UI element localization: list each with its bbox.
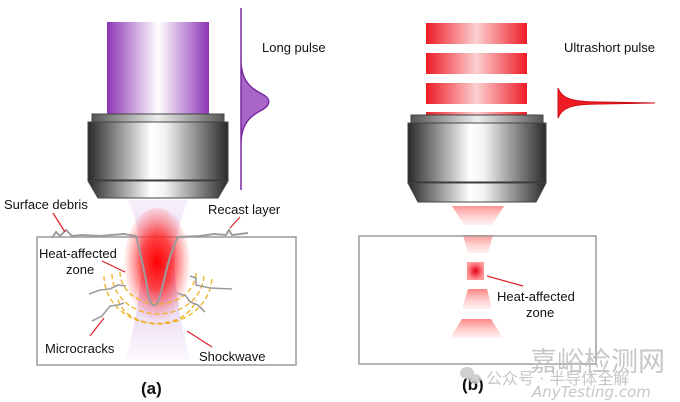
microcracks	[88, 275, 233, 322]
segmented-focus-b	[450, 206, 504, 338]
heat-affected-zone-a	[123, 208, 191, 328]
annotation-leader-b	[486, 275, 524, 287]
shockwave-arcs	[103, 271, 213, 325]
ultrashort-pulse-label: Ultrashort pulse	[564, 40, 655, 55]
panel-b: Ultrashort pulse Heat-affected zone (b)	[358, 23, 656, 394]
long-pulse-waveform-icon	[240, 8, 270, 190]
panel-a: Long pulse	[4, 8, 326, 398]
watermark-account: 公众号 · 半导体全解	[486, 369, 629, 388]
watermark-site-cn: 嘉峪检测网	[530, 347, 665, 378]
heat-affected-zone-b	[467, 262, 484, 280]
sample-b	[358, 235, 597, 365]
haz-label-b-line2: zone	[526, 305, 554, 320]
haz-label-a-line1: Heat-affected	[39, 246, 117, 261]
ultrashort-pulse-waveform-icon	[557, 87, 656, 119]
shockwave-label: Shockwave	[199, 349, 265, 364]
surface-debris-label: Surface debris	[4, 197, 88, 212]
objective-lens-b	[407, 114, 547, 203]
recast-crater	[51, 228, 249, 306]
long-pulse-beam	[107, 22, 209, 114]
watermark-site-en: AnyTesting.com	[531, 383, 651, 401]
watermark: 嘉峪检测网 公众号 · 半导体全解 AnyTesting.com	[460, 347, 665, 401]
annotation-leaders-a	[52, 212, 241, 348]
recast-layer-label: Recast layer	[208, 202, 281, 217]
microcracks-label: Microcracks	[45, 341, 115, 356]
wechat-icon	[460, 367, 481, 384]
ultrashort-pulse-train	[426, 23, 527, 116]
haz-label-a-line2: zone	[66, 262, 94, 277]
objective-lens-a	[87, 113, 229, 199]
panel-a-label: (a)	[141, 379, 162, 398]
haz-label-b-line1: Heat-affected	[497, 289, 575, 304]
long-pulse-label: Long pulse	[262, 40, 326, 55]
